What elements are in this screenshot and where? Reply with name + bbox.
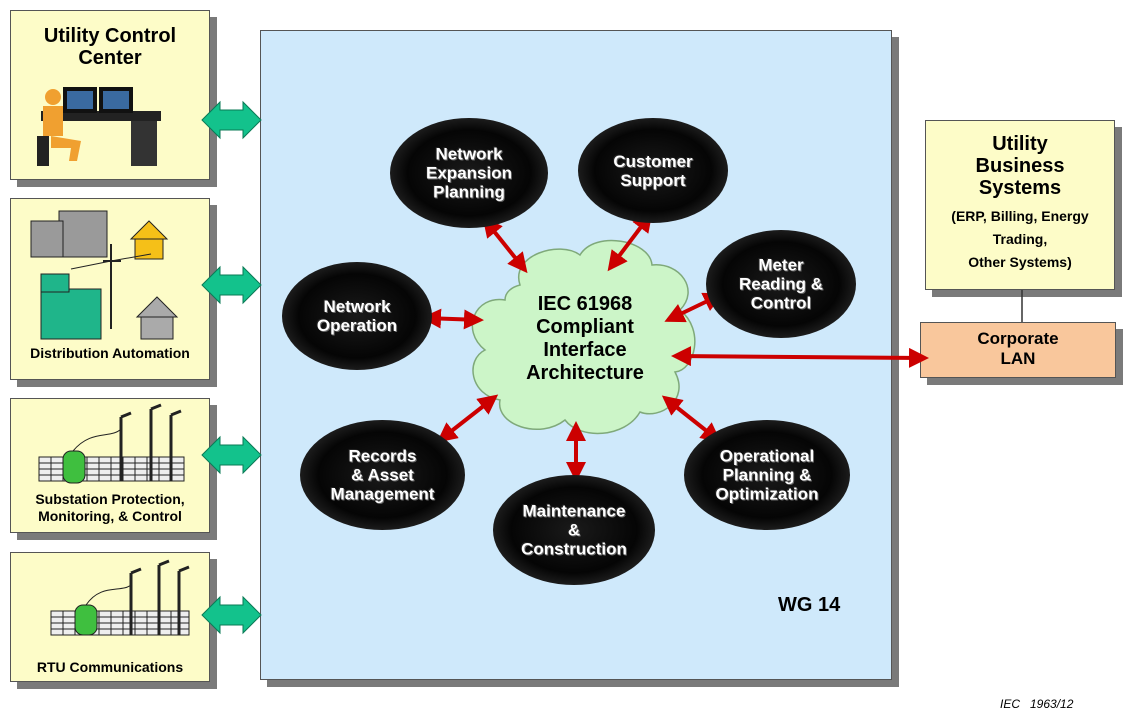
control-center-double-arrow: [201, 100, 262, 140]
utility-control-center-label: Utility Control Center: [43, 25, 177, 69]
rtu-communications-box: RTU Communications: [10, 552, 210, 682]
rtu-double-arrow: [201, 595, 262, 635]
center-line-1: IEC 61968: [537, 293, 633, 315]
center-line-2: Compliant: [536, 316, 634, 338]
arrow-network-expansion: [482, 216, 528, 274]
arrow-corporate-lan: [671, 346, 929, 368]
business-title-2: Business: [975, 155, 1065, 177]
figure-id: IEC 1963/12: [1000, 697, 1074, 711]
business-detail-2: Trading,: [992, 231, 1048, 247]
center-line-3: Interface: [543, 339, 627, 361]
node-maintenance-construction: Maintenance&Construction: [493, 475, 655, 585]
business-detail-3: Other Systems): [968, 254, 1072, 270]
arrow-customer-support: [607, 211, 653, 272]
distribution-automation-label: Distribution Automation: [30, 345, 190, 361]
wg14-label: WG 14: [778, 594, 841, 616]
rtu-tower-icon: [50, 559, 190, 636]
distribution-double-arrow: [201, 265, 262, 305]
substation-protection-label: Substation Protection, Monitoring, & Con…: [35, 491, 185, 524]
rtu-communications-label: RTU Communications: [36, 659, 184, 675]
interface-architecture-label: IEC 61968 Compliant Interface Architectu…: [490, 293, 680, 385]
distribution-automation-box: Distribution Automation: [10, 198, 210, 380]
substation-protection-box: Substation Protection, Monitoring, & Con…: [10, 398, 210, 533]
business-title-3: Systems: [978, 177, 1062, 199]
utility-business-systems-box: Utility Business Systems (ERP, Billing, …: [925, 120, 1115, 290]
buildings-icon: [30, 210, 179, 340]
corporate-lan-box: Corporate LAN: [920, 322, 1116, 378]
substation-double-arrow: [201, 435, 262, 475]
substation-tower-icon: [38, 403, 185, 484]
business-title-1: Utility: [992, 133, 1048, 155]
lan-label-1: Corporate: [977, 329, 1059, 348]
arrow-operational-planning: [661, 395, 722, 443]
utility-control-center-box: Utility Control Center: [10, 10, 210, 180]
business-detail-1: (ERP, Billing, Energy: [951, 208, 1089, 224]
arrow-records-asset: [436, 394, 499, 443]
operator-workstation-icon: [37, 87, 161, 166]
lan-label-2: LAN: [1000, 349, 1036, 368]
center-line-4: Architecture: [526, 362, 644, 384]
arrow-network-operation: [421, 308, 484, 330]
